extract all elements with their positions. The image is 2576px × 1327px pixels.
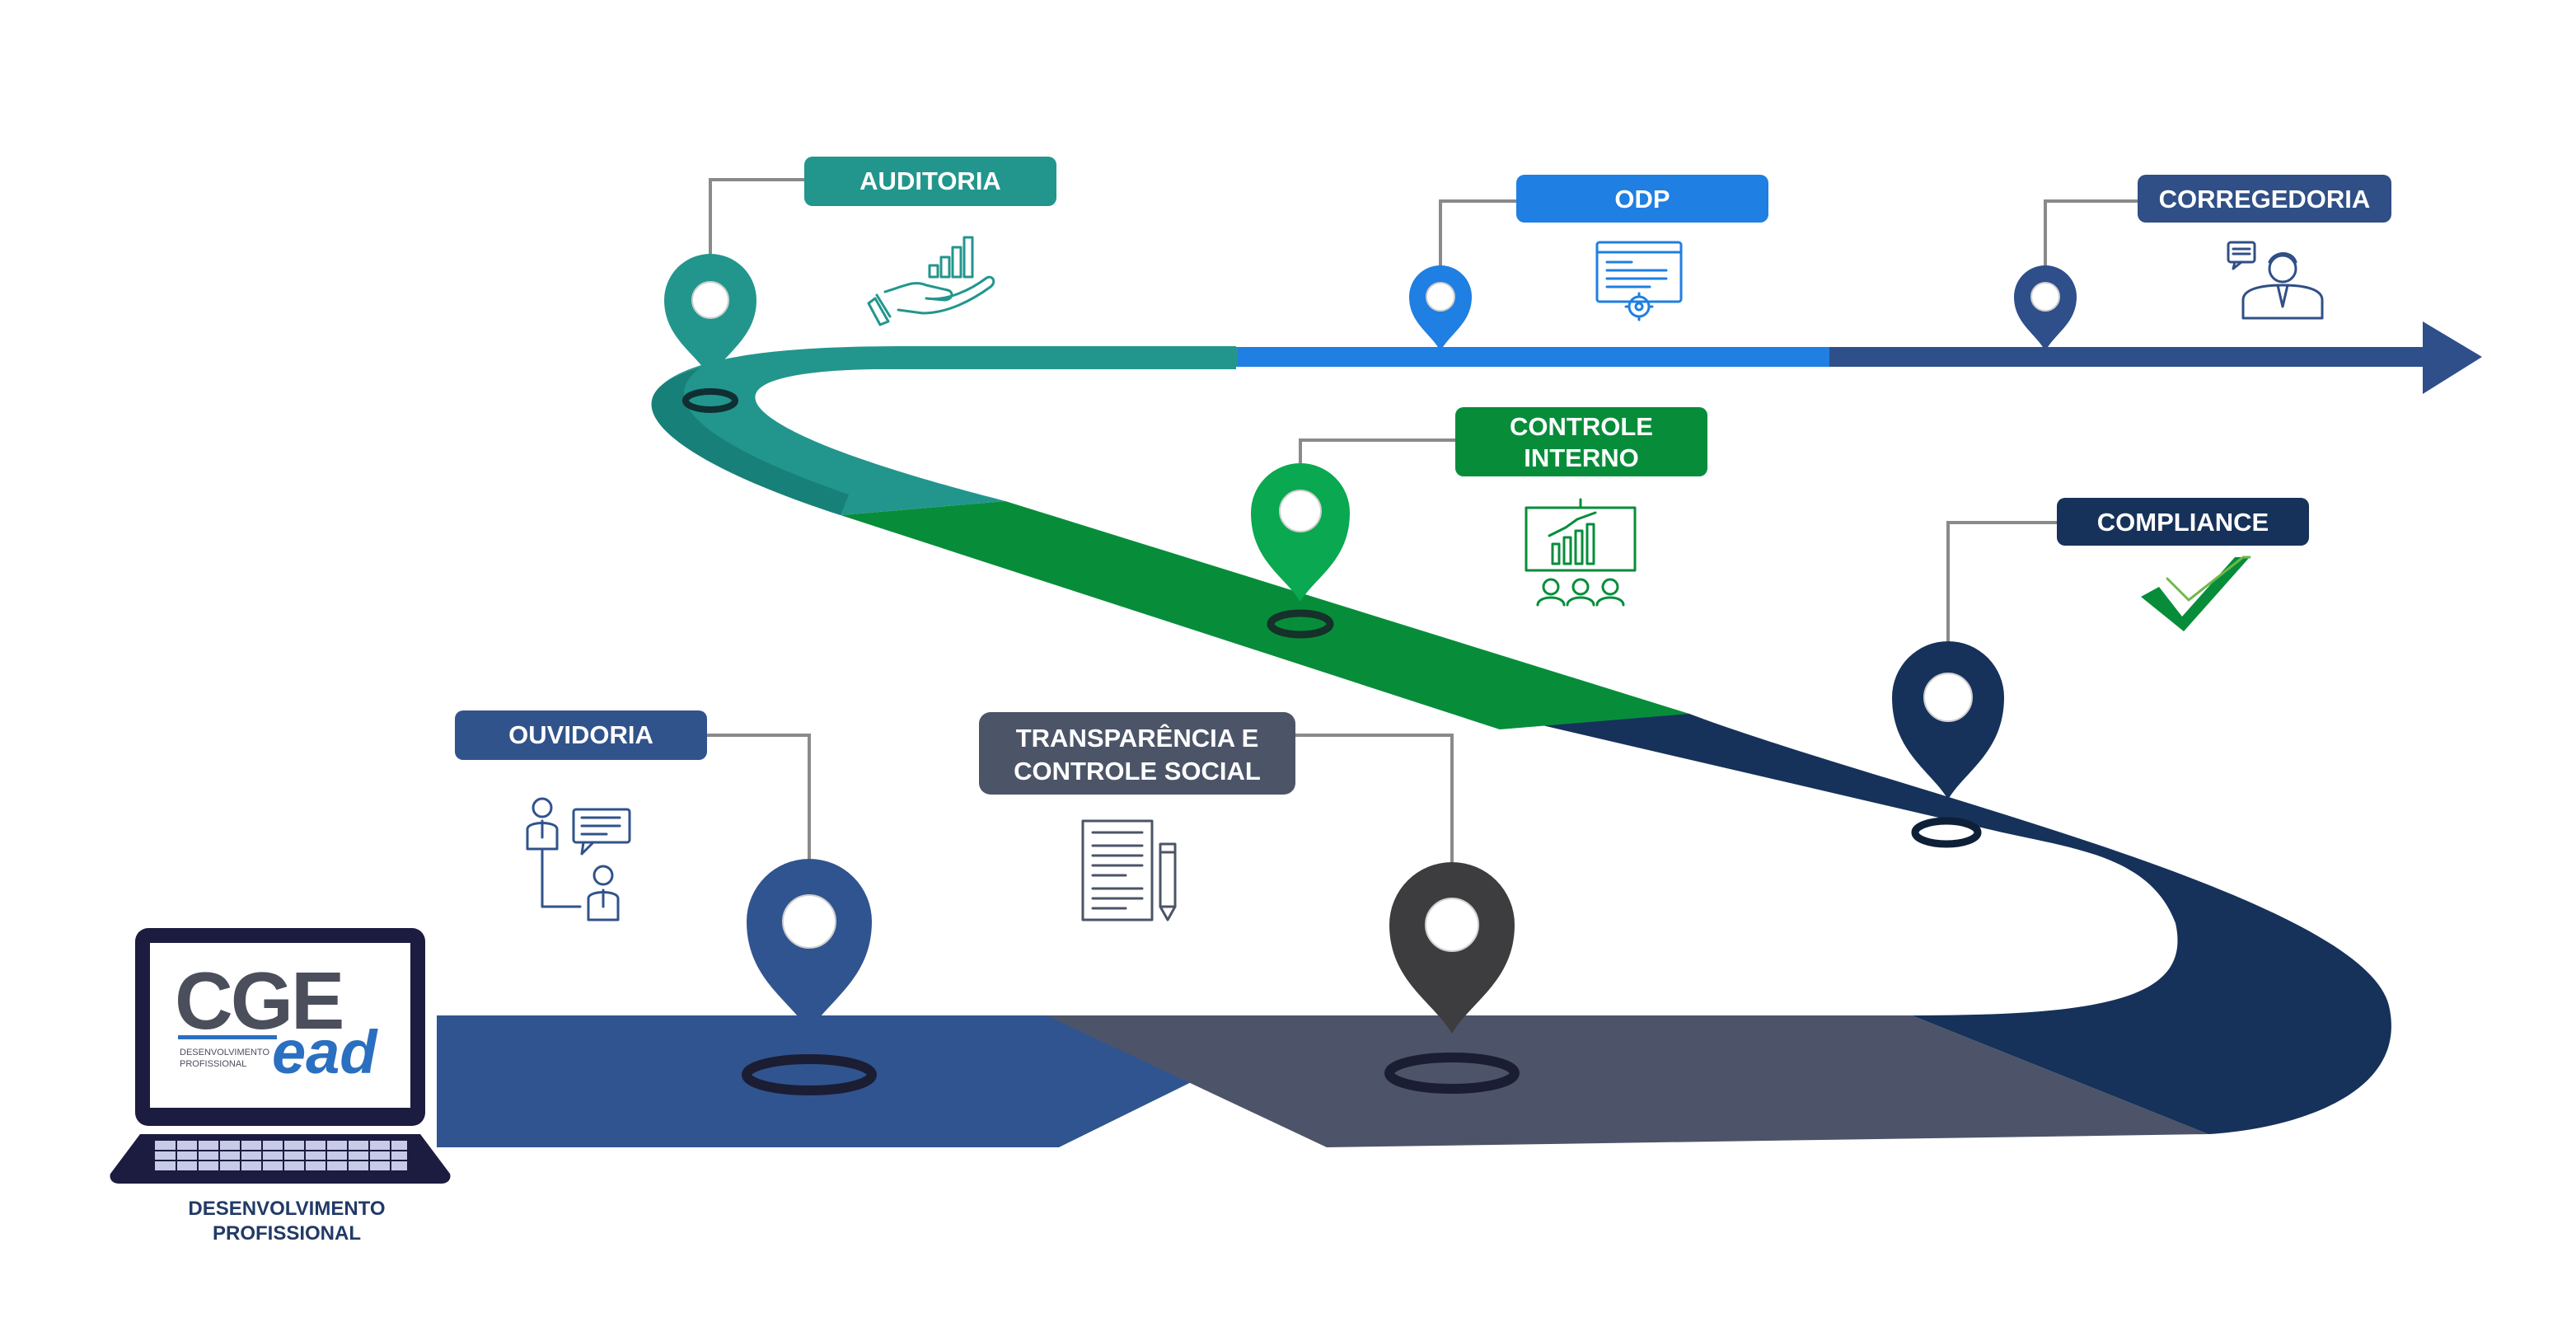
hand-growth-chart-icon [867,236,995,326]
label-auditoria[interactable]: AUDITORIA [804,157,1056,206]
label-odp-text: ODP [1614,185,1670,213]
arrow-segment-blue [1238,347,1831,367]
pin-corregedoria[interactable] [2014,265,2077,351]
presentation-chart-audience-icon [1525,498,1637,607]
label-transparencia-line1: TRANSPARÊNCIA E [1016,723,1259,753]
arrow-head [2423,321,2482,394]
arrow-segment-teal [890,347,1240,367]
label-corregedoria[interactable]: CORREGEDORIA [2138,175,2391,223]
pin-odp[interactable] [1409,265,1472,351]
caption-line2: PROFISSIONAL [213,1222,361,1245]
caption: DESENVOLVIMENTO PROFISSIONAL [188,1198,385,1245]
ring-ouvidoria [742,1054,877,1095]
laptop-screen [150,943,410,1108]
label-corregedoria-text: CORREGEDORIA [2159,185,2371,213]
logo-brand: CGE [175,955,342,1046]
logo-underline [178,1035,277,1039]
people-conversation-icon [526,797,631,921]
label-odp[interactable]: ODP [1516,175,1768,223]
road-segment-controle-interno [841,501,1689,729]
road-segment-auditoria-shade [651,368,849,515]
label-controle-interno-line2: INTERNO [1524,443,1639,472]
label-transparencia[interactable]: TRANSPARÊNCIA E CONTROLE SOCIAL [979,712,1295,795]
ring-auditoria [682,388,738,413]
road-segment-compliance [1500,714,2391,1134]
icons [526,236,2324,921]
ring-compliance [1911,817,1982,848]
pin-ouvidoria[interactable] [747,859,872,1032]
document-pencil-icon [1081,819,1177,921]
keyboard-grid [155,1141,407,1170]
connector-corregedoria [2044,199,2139,272]
connector-auditoria [709,178,806,260]
web-settings-icon [1595,241,1683,321]
label-transparencia-line2: CONTROLE SOCIAL [1014,757,1261,785]
label-controle-interno[interactable]: CONTROLE INTERNO [1455,407,1707,476]
caption-line1: DESENVOLVIMENTO [188,1198,385,1220]
connector-controle-interno [1299,438,1457,463]
label-ouvidoria[interactable]: OUVIDORIA [455,710,707,760]
arrow-segment-navy [1829,347,2431,367]
connector-ouvidoria [707,734,811,859]
label-ouvidoria-box [455,710,707,760]
timeline-arrow [890,321,2482,394]
road-segment-ouvidoria [437,1015,1327,1147]
label-auditoria-text: AUDITORIA [859,166,1001,195]
road-segment-transparencia [1047,1015,2208,1147]
pin-transparencia[interactable] [1389,862,1515,1034]
label-compliance-text: COMPLIANCE [2097,508,2269,537]
road [437,346,2391,1147]
label-controle-interno-line1: CONTROLE [1510,412,1653,441]
label-compliance[interactable]: COMPLIANCE [2057,498,2309,546]
road-segment-auditoria [651,346,1236,515]
connector-odp [1439,199,1518,272]
labels: AUDITORIA ODP CORREGEDORIA CONTROLE INTE… [455,157,2391,795]
pins [664,254,2077,1034]
pin-compliance[interactable] [1892,641,2004,799]
officer-chat-icon [2227,241,2324,320]
label-transparencia-box [979,712,1295,795]
laptop-logo: CGE DESENVOLVIMENTO PROFISSIONAL ead [110,928,451,1184]
ring-controle-interno [1267,609,1334,639]
label-corregedoria-box [2138,175,2391,223]
label-auditoria-box [804,157,1056,206]
pin-controle-interno[interactable] [1251,463,1350,602]
connectors [707,178,2139,862]
pin-rings [682,388,1982,1095]
connector-compliance [1946,521,2058,643]
pin-auditoria[interactable] [664,254,756,377]
label-controle-interno-box [1455,407,1707,476]
double-check-icon [2141,556,2251,631]
logo-tagline-line1: DESENVOLVIMENTO [180,1048,269,1057]
logo-tagline-line2: PROFISSIONAL [180,1059,246,1069]
label-compliance-box [2057,498,2309,546]
label-odp-box [1516,175,1768,223]
ring-transparencia [1384,1053,1520,1094]
logo-sub: ead [272,1018,378,1086]
connector-transparencia [1294,734,1454,862]
label-ouvidoria-text: OUVIDORIA [508,720,653,749]
